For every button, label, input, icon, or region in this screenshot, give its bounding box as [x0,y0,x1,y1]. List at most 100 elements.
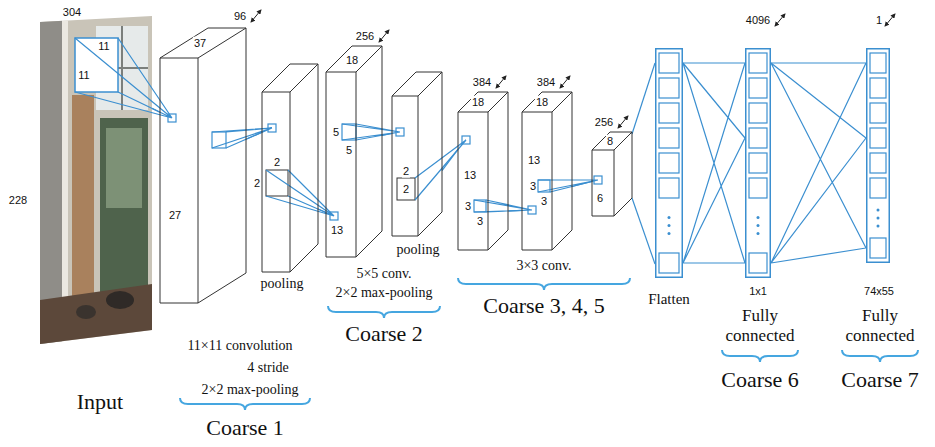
depth-arrow [775,14,785,26]
projection-lines [266,170,334,216]
kernel-target [594,176,602,184]
dimension-number: 2 [273,156,281,169]
connection-line [442,149,458,170]
connection-line [318,209,326,213]
neuron-cell [749,253,767,273]
photo-door [100,118,148,308]
block-edges [392,72,442,236]
neuron-cell [870,128,886,148]
block-edges [458,92,508,250]
projection-lines [212,128,272,148]
stage-caption: Coarse 3, 4, 5 [482,293,606,318]
brace [328,306,440,318]
photo-object [76,305,96,319]
column-outline [655,48,683,278]
connection-line [683,62,745,63]
ellipsis-dot [877,225,880,228]
stage-caption: Coarse 2 [344,321,424,346]
fc-column: 174x55 [866,48,890,263]
block-edges [326,46,382,257]
block-outline [392,72,442,236]
dimension-number: 2 [402,183,410,196]
dimension-number: 11 [77,69,90,82]
ellipsis-dot [668,232,671,235]
layer-name: Flatten [647,291,691,308]
block-edges [160,28,246,303]
dimension-number: 384 [536,76,556,89]
block-edges [262,64,318,272]
column-border [656,49,683,278]
kernel-target [330,212,338,220]
dimension-number: 3 [464,200,472,213]
depth-arrow [885,14,895,26]
layer-type: Fully connected [837,306,923,346]
pooling-window [397,178,415,200]
layer-note: 5×5 conv. [355,266,412,282]
layer-note: 11×11 convolution [186,338,293,354]
connection-line [632,63,655,134]
pool-block: 22pooling [262,64,318,272]
column-outline [866,48,890,263]
flatten-column: Flatten [655,48,683,278]
neuron-cell [659,103,679,123]
layer-note: 4 stride [246,360,290,376]
conv-block: 384181333 [458,92,508,250]
dimension-number: 5 [332,126,340,139]
layer-note: 2×2 max-pooling [335,285,434,301]
stage-caption: Coarse 6 [720,367,800,392]
brace [842,350,918,362]
ellipsis-dot [757,232,760,235]
dense-lines [683,63,745,263]
kernel-target [268,124,276,132]
column-border [867,49,890,263]
ellipsis-dot [877,217,880,220]
pool-block: 22pooling [392,72,442,236]
photo-object [106,291,134,309]
block-outline [160,28,246,303]
block-outline [262,64,318,272]
dimension-number: 5 [345,144,353,157]
projection-lines [75,38,172,118]
stage-caption: Coarse 1 [205,415,285,440]
fc-column: 40961x1 [745,48,771,278]
brace [180,398,310,410]
conv-block: 25686 [592,132,632,216]
conv-block: 379627 [160,28,246,303]
conv-block: 256185513 [326,46,382,257]
depth-arrow [618,116,628,128]
neuron-cell [870,238,886,258]
input-image: 3042281111Input [40,16,152,344]
dimension-number: 384 [472,76,492,89]
neuron-cell [870,178,886,198]
column-border [746,49,771,278]
ellipsis-dot [668,216,671,219]
neuron-cell [659,178,679,198]
dimension-number: 228 [8,194,28,207]
layer-note: pooling [396,242,441,258]
dimension-number: 18 [535,96,549,109]
neuron-cell [659,253,679,273]
dimension-number: 3 [476,215,484,228]
dimension-number: 13 [527,154,541,167]
dimension-number: 256 [594,116,614,129]
connection-line [572,182,592,187]
dimension-number: 96 [233,10,247,23]
dimension-number: 74x55 [863,285,895,298]
neuron-cell [870,78,886,98]
dimension-number: 1x1 [748,285,768,298]
brace [458,278,630,290]
kernel-target [462,136,470,144]
dimension-number: 11 [97,40,110,53]
neuron-cell [749,178,767,198]
dimension-number: 4096 [745,14,771,27]
dimension-number: 18 [471,96,485,109]
block-edges [522,92,572,250]
neuron-cell [870,103,886,123]
ellipsis-dot [668,224,671,227]
ellipsis-dot [877,209,880,212]
dimension-number: 2 [402,165,410,178]
depth-arrow [560,76,570,88]
flatten-line [632,198,655,264]
stage-caption: Input [76,389,124,414]
dimension-number: 1 [875,14,883,27]
